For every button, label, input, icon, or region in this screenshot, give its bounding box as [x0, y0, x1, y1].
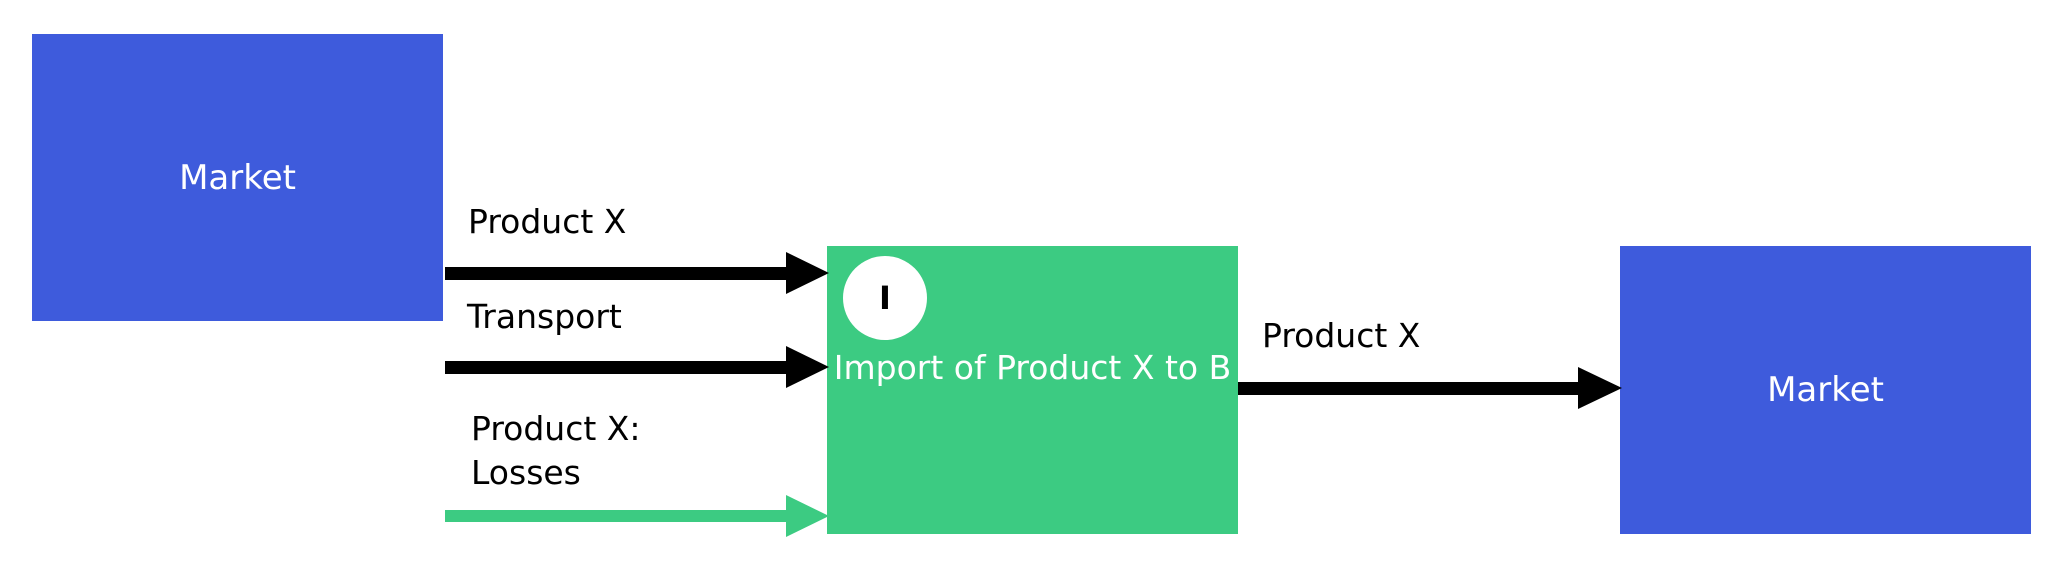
flow-label-product-output: Product X [1262, 316, 1421, 355]
arrow-transport-input-shaft [445, 361, 790, 374]
arrow-transport-input [445, 346, 829, 388]
market-right-node: Market [1620, 246, 2031, 534]
arrow-product-output-shaft [1238, 382, 1583, 395]
process-node-import: I Import of Product X to B [827, 246, 1238, 534]
arrow-losses-input-head [786, 495, 829, 537]
flow-label-losses-line2: Losses [471, 453, 581, 492]
market-right-label: Market [1767, 370, 1884, 410]
process-badge: I [843, 256, 927, 340]
arrow-product-output [1238, 367, 1622, 409]
arrow-product-input [445, 252, 829, 294]
flow-label-product-input: Product X [468, 202, 627, 241]
arrow-losses-input-shaft [445, 510, 790, 522]
arrow-transport-input-head [786, 346, 829, 388]
arrow-losses-input [445, 495, 829, 537]
process-label: Import of Product X to B [833, 348, 1232, 387]
market-left-node: Market [32, 34, 443, 321]
flow-label-losses-line1: Product X: [471, 409, 641, 448]
market-left-label: Market [179, 157, 296, 198]
arrow-product-output-head [1578, 367, 1622, 409]
flow-label-losses-input: Product X: Losses [471, 407, 641, 495]
flow-label-transport-input: Transport [467, 297, 622, 336]
arrow-product-input-head [786, 252, 829, 294]
arrow-product-input-shaft [445, 267, 790, 280]
